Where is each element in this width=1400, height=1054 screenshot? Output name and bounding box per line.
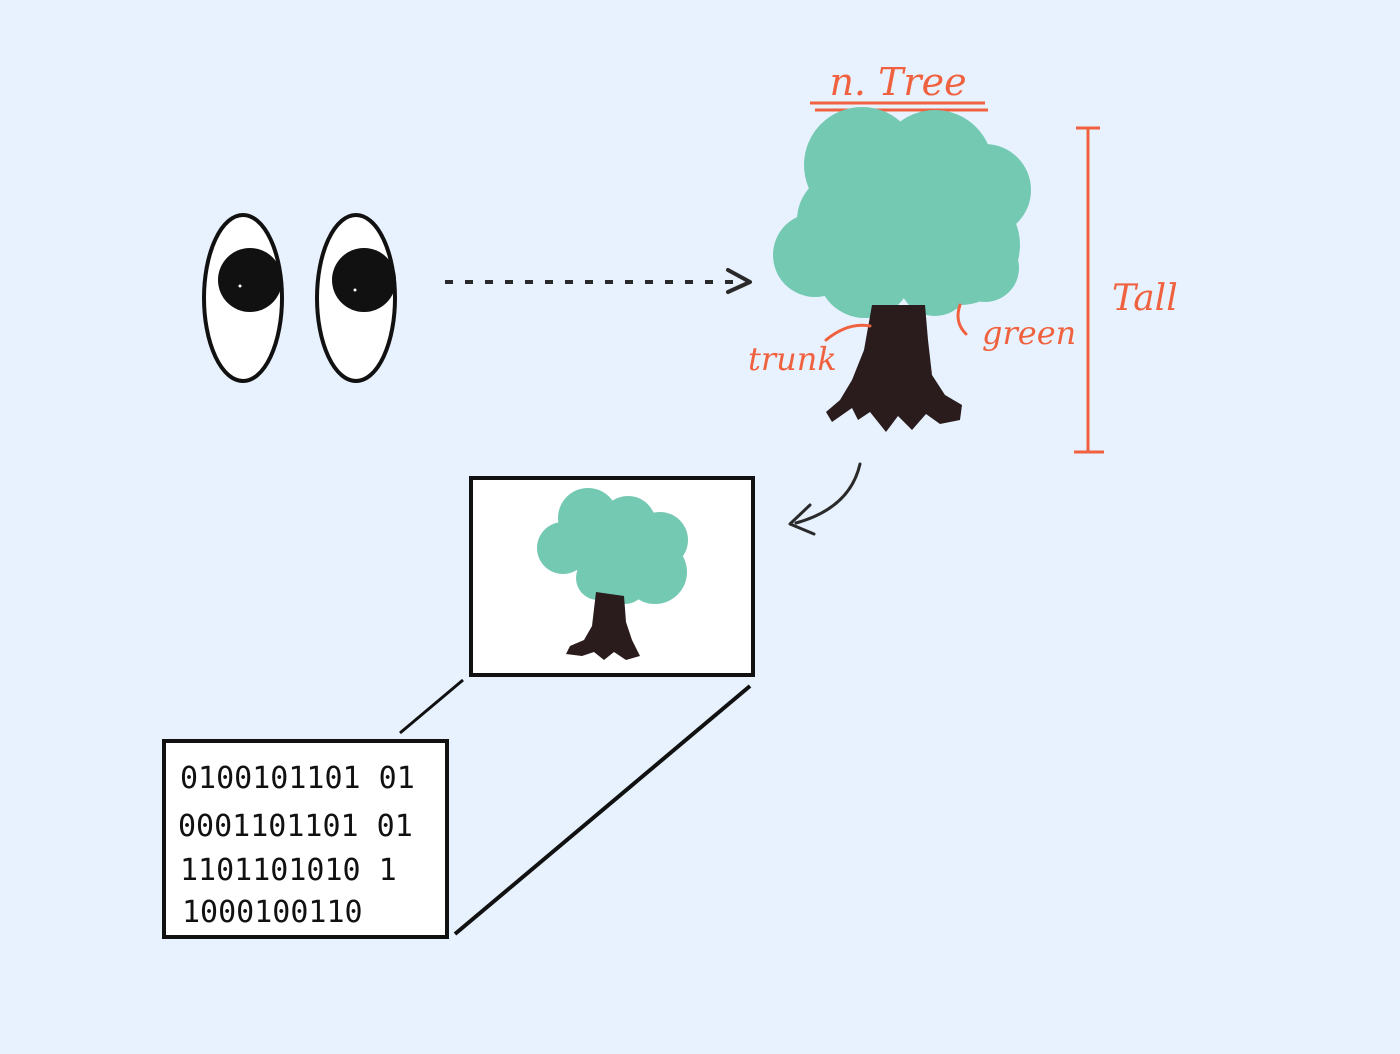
left-eye-icon bbox=[202, 213, 284, 383]
green-annotation: green bbox=[956, 303, 1076, 352]
trunk-annotation: trunk bbox=[748, 323, 872, 378]
eyes-icon bbox=[202, 213, 397, 383]
tree-trunk bbox=[826, 305, 962, 432]
large-tree-icon bbox=[773, 107, 1031, 432]
binary-row-2: 0001101101 01 bbox=[178, 809, 413, 844]
binary-row-3: 1101101010 1 bbox=[180, 853, 397, 888]
tall-label: Tall bbox=[1112, 278, 1178, 319]
tall-indicator: Tall bbox=[1074, 126, 1178, 454]
small-tree-icon bbox=[537, 488, 688, 660]
tree-title: n. Tree bbox=[810, 60, 988, 112]
zoom-lines bbox=[399, 678, 752, 936]
image-frame bbox=[469, 476, 755, 677]
binary-row-4: 1000100110 bbox=[182, 895, 363, 930]
gaze-arrow-icon bbox=[445, 268, 752, 294]
capture-arrow-icon bbox=[788, 462, 862, 536]
binary-data-panel: 0100101101 01 0001101101 01 1101101010 1… bbox=[162, 739, 449, 939]
tree-foliage bbox=[773, 107, 1031, 318]
right-eye-icon bbox=[315, 213, 397, 383]
trunk-label: trunk bbox=[748, 340, 837, 378]
binary-row-1: 0100101101 01 bbox=[180, 761, 415, 796]
tree-title-text: n. Tree bbox=[829, 60, 966, 104]
green-label: green bbox=[982, 314, 1076, 352]
